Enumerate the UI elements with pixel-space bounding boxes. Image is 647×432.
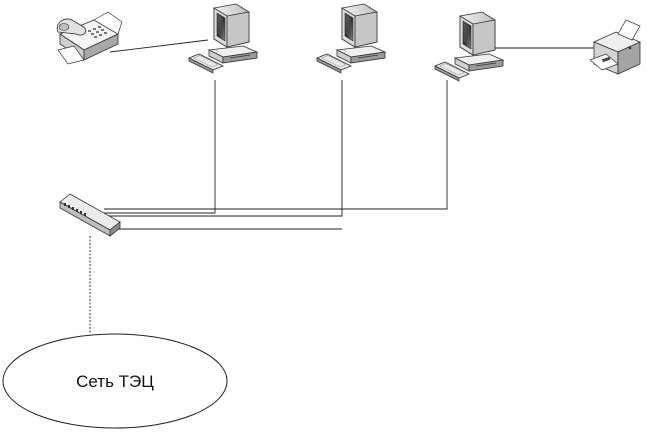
desktop-computer-icon xyxy=(188,3,258,74)
connections xyxy=(89,39,595,334)
desktop-computer-icon xyxy=(316,3,386,74)
desktop-computer-icon xyxy=(434,11,504,82)
printer-icon xyxy=(589,19,642,75)
plant-network-label: Сеть ТЭЦ xyxy=(76,372,154,391)
hub-to-workstation-3-link xyxy=(104,80,448,210)
hub-to-workstation-2-link xyxy=(104,80,343,217)
fax-machine-icon xyxy=(56,11,123,65)
network-hub-icon xyxy=(59,193,121,237)
plant-network: Сеть ТЭЦ xyxy=(2,333,228,429)
plant-network-ellipse xyxy=(2,333,228,429)
fax-to-workstation-1-link xyxy=(109,39,209,53)
hub-to-workstation-1-link xyxy=(104,80,216,214)
